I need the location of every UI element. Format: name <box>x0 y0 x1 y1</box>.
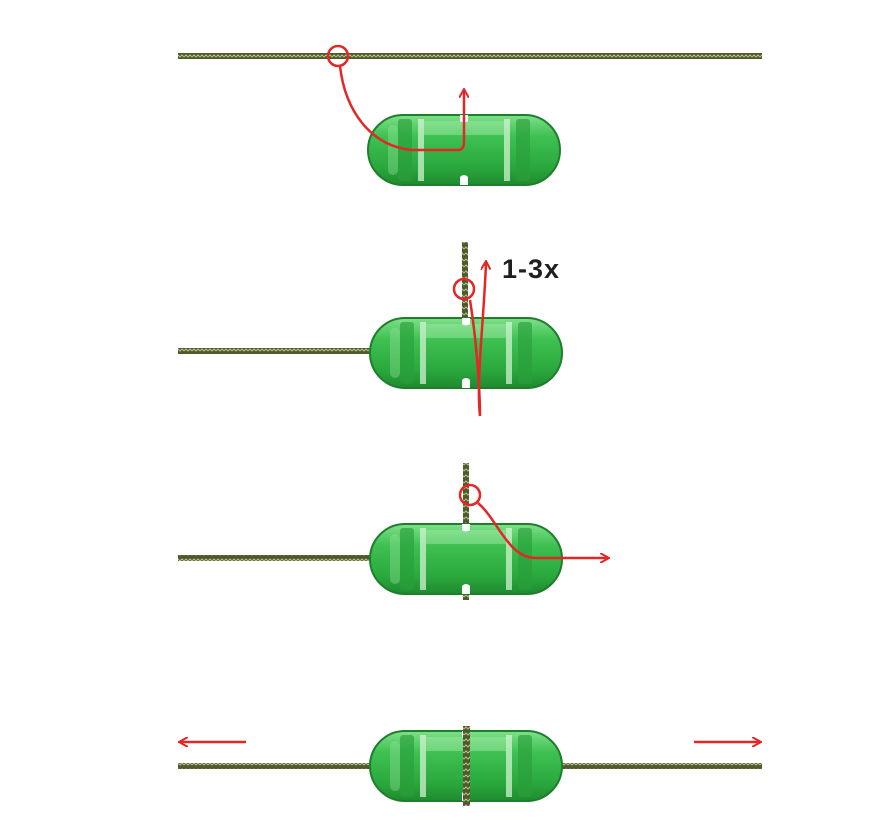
step-2 <box>178 242 563 417</box>
step-3 <box>178 463 608 600</box>
repeat-count-label: 1-3x <box>502 254 561 284</box>
line-loop-marker <box>458 483 482 507</box>
pull-right-arrow <box>477 502 608 558</box>
step-4 <box>178 726 762 806</box>
fishing-line <box>178 53 762 59</box>
loop-path-arrow <box>338 65 464 152</box>
float-body <box>369 317 563 389</box>
knot-wrap <box>463 726 470 806</box>
step-1 <box>178 44 762 186</box>
line-loop-marker <box>326 44 350 68</box>
fishing-line <box>178 348 466 354</box>
wrap-arrow <box>468 262 486 417</box>
fishing-line <box>178 555 468 561</box>
line-loop-marker <box>452 277 476 301</box>
